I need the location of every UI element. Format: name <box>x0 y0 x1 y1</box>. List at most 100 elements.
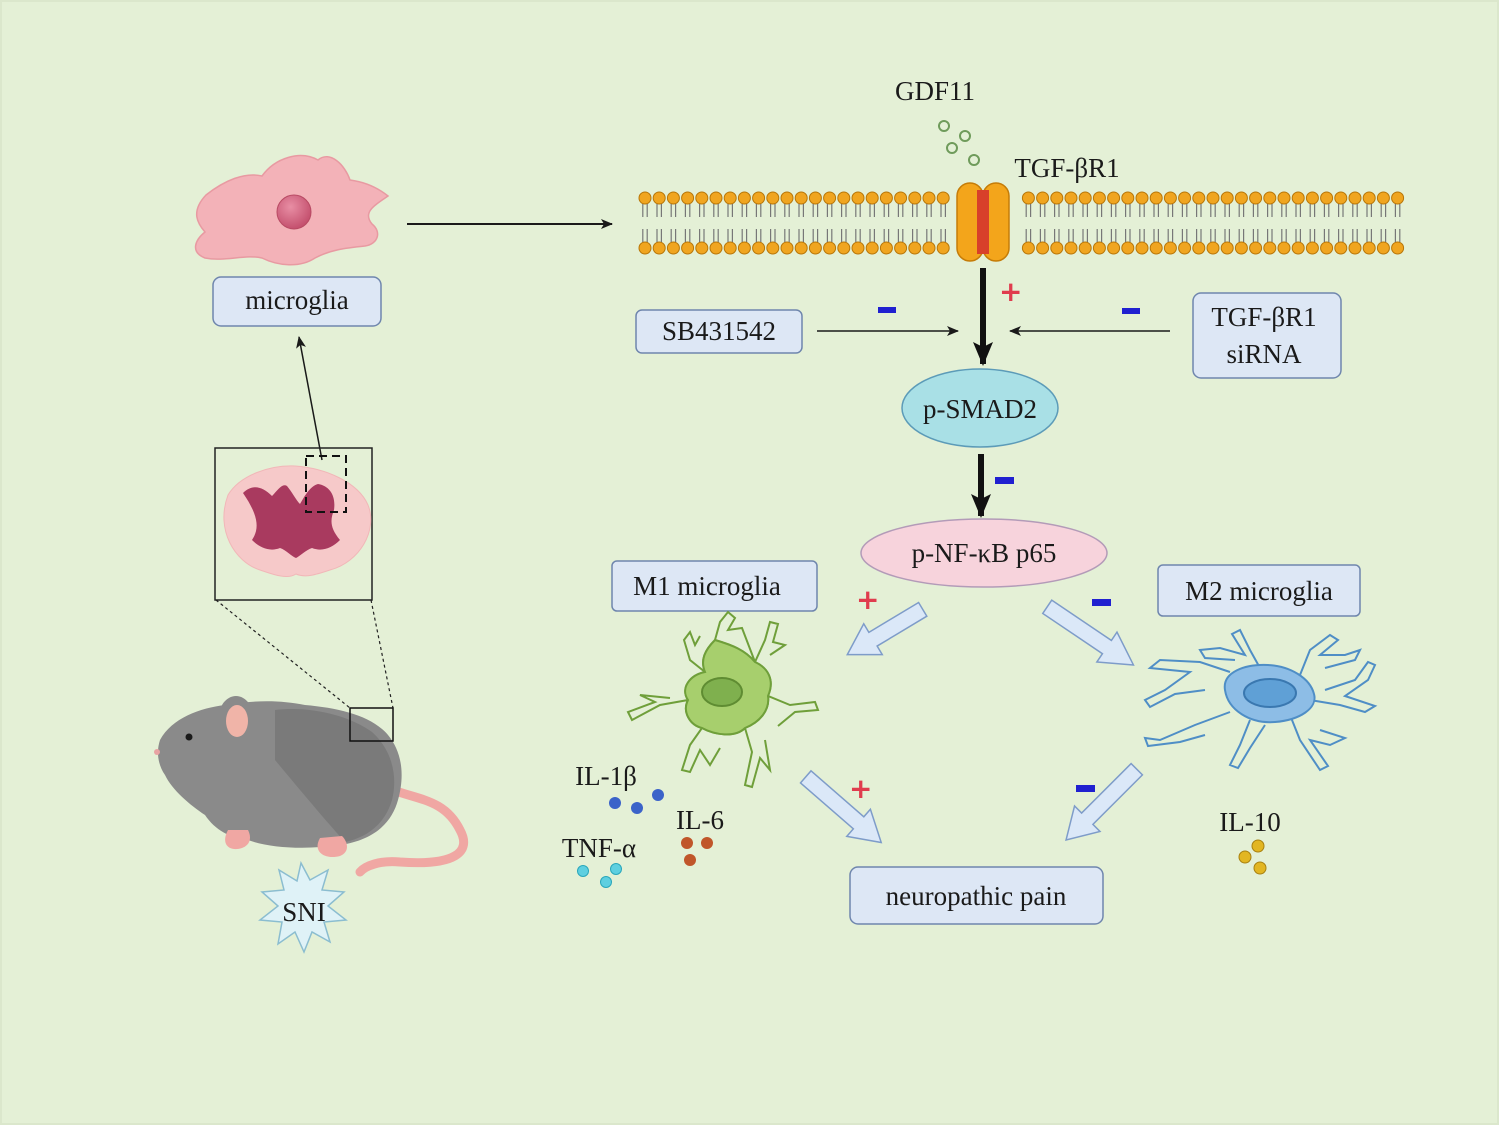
lipid-head <box>1149 191 1163 205</box>
lipid-head <box>1249 241 1263 255</box>
lipid-head <box>1376 241 1390 255</box>
lipid-head <box>1107 191 1121 205</box>
lipid-head <box>1021 241 1035 255</box>
lipid-head <box>837 191 851 205</box>
gdf11-dots-icon <box>938 120 980 166</box>
lipid-head <box>780 191 794 205</box>
lipid-head <box>1078 241 1092 255</box>
lipid-head <box>1263 241 1277 255</box>
pnfkb-label: p-NF-κB p65 <box>912 538 1057 568</box>
lipid-head <box>1050 191 1064 205</box>
lipid-head <box>1263 191 1277 205</box>
lipid-head <box>823 191 837 205</box>
lipid-head <box>1078 191 1092 205</box>
lipid-head <box>681 191 695 205</box>
lipid-head <box>837 241 851 255</box>
spinal-to-microglia-arrow <box>296 336 323 461</box>
lipid-head <box>1348 191 1362 205</box>
lipid-head <box>808 191 822 205</box>
lipid-head <box>1391 241 1405 255</box>
lipid-head <box>1192 191 1206 205</box>
lipid-head <box>865 191 879 205</box>
lipid-head <box>1036 241 1050 255</box>
lipid-head <box>1334 191 1348 205</box>
nfkb-to-m2-arrow <box>1041 599 1135 666</box>
lipid-head <box>1149 241 1163 255</box>
lipid-head <box>638 191 652 205</box>
m1-label: M1 microglia <box>633 571 781 601</box>
sirna-label-line1: TGF-βR1 <box>1211 302 1316 332</box>
lipid-head <box>1234 191 1248 205</box>
zoom-line-left <box>215 599 351 709</box>
lipid-head <box>922 191 936 205</box>
lipid-head <box>851 191 865 205</box>
psmad2-nfkb-minus <box>995 477 1014 484</box>
lipid-head <box>737 241 751 255</box>
lipid-head <box>936 191 950 205</box>
m2-pain-minus <box>1076 785 1095 792</box>
il1b-label: IL-1β <box>575 761 637 791</box>
lipid-head <box>1021 191 1035 205</box>
lipid-head <box>723 241 737 255</box>
m1-to-pain-arrow <box>799 769 883 844</box>
il10-label: IL-10 <box>1219 807 1280 837</box>
m1-activation-plus: + <box>856 583 879 616</box>
lipid-head <box>780 241 794 255</box>
sb431542-label: SB431542 <box>662 316 776 346</box>
rat-icon <box>154 696 469 877</box>
lipid-head <box>908 191 922 205</box>
lipid-head <box>1121 241 1135 255</box>
m2-microglia-icon <box>1143 628 1378 772</box>
lipid-head <box>1163 241 1177 255</box>
lipid-head <box>1206 241 1220 255</box>
lipid-head <box>1362 241 1376 255</box>
lipid-head <box>1277 241 1291 255</box>
sirna-minus <box>1122 308 1140 314</box>
lipid-head <box>1305 241 1319 255</box>
m2-label: M2 microglia <box>1185 576 1333 606</box>
lipid-head <box>766 191 780 205</box>
lipid-head <box>666 191 680 205</box>
lipid-head <box>894 191 908 205</box>
lipid-head <box>808 241 822 255</box>
cell-membrane-icon <box>638 191 1405 255</box>
sirna-box <box>1192 292 1342 379</box>
m1-microglia-icon <box>626 610 820 789</box>
lipid-head <box>723 191 737 205</box>
lipid-head <box>652 191 666 205</box>
lipid-head <box>766 241 780 255</box>
lipid-head <box>709 241 723 255</box>
sirna-label-line2: siRNA <box>1226 339 1302 369</box>
lipid-head <box>1234 241 1248 255</box>
pain-label: neuropathic pain <box>886 881 1067 911</box>
pnfkb-ellipse <box>860 518 1108 588</box>
lipid-head <box>638 241 652 255</box>
m1-label-box <box>611 560 818 612</box>
lipid-head <box>1135 191 1149 205</box>
lipid-head <box>1178 191 1192 205</box>
psmad2-label: p-SMAD2 <box>923 394 1037 424</box>
lipid-head <box>851 241 865 255</box>
lipid-head <box>865 241 879 255</box>
lipid-head <box>936 241 950 255</box>
nfkb-to-m1-arrow <box>846 601 928 656</box>
lipid-head <box>1092 241 1106 255</box>
m2-inhibition-minus <box>1092 599 1111 606</box>
pain-box <box>849 866 1104 925</box>
psmad2-ellipse <box>901 368 1059 448</box>
lipid-head <box>1305 191 1319 205</box>
microglia-label-box <box>212 276 382 327</box>
lipid-head <box>1107 241 1121 255</box>
lipid-head <box>737 191 751 205</box>
lipid-head <box>681 241 695 255</box>
lipid-head <box>1362 191 1376 205</box>
receptor-activation-plus: + <box>999 275 1022 308</box>
m2-to-pain-arrow <box>1065 762 1144 841</box>
lipid-head <box>1334 241 1348 255</box>
lipid-head <box>1249 191 1263 205</box>
lipid-head <box>1320 241 1334 255</box>
lipid-head <box>1291 191 1305 205</box>
lipid-head <box>752 241 766 255</box>
il6-label: IL-6 <box>676 805 724 835</box>
receptor-label: TGF-βR1 <box>1014 153 1119 183</box>
